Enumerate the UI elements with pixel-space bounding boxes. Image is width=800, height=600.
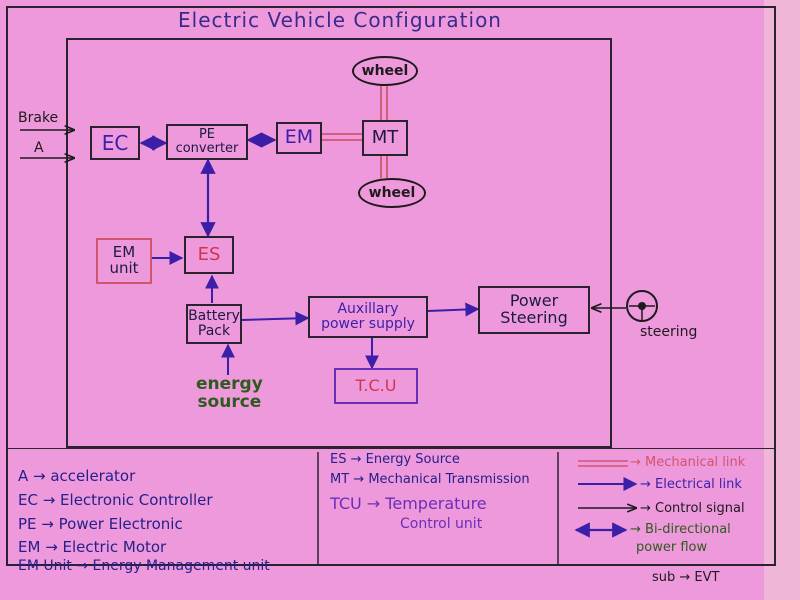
legend-control-signal: → Control signal — [640, 501, 745, 516]
legend-electrical-link: → Electrical link — [640, 477, 742, 492]
pe-converter-block: PE converter — [166, 124, 248, 160]
legend-bidirectional: → Bi-directional — [630, 522, 731, 537]
abbr-em-unit: EM Unit → Energy Management unit — [18, 558, 270, 574]
abbr-a: A → accelerator — [18, 467, 136, 485]
brake-label: Brake — [18, 110, 59, 126]
accelerator-label: A — [34, 140, 44, 156]
energy-source-label: energy source — [196, 374, 263, 412]
abbr-em: EM → Electric Motor — [18, 538, 167, 556]
system-boundary — [66, 38, 612, 448]
em-unit-block: EM unit — [96, 238, 152, 284]
battery-pack-block: Battery Pack — [186, 304, 242, 344]
wheel-bottom: wheel — [358, 178, 426, 208]
aux-power-supply-block: Auxillary power supply — [308, 296, 428, 338]
tcu-block: T.C.U — [334, 368, 418, 404]
em-block: EM — [276, 122, 322, 154]
outer-border — [6, 6, 776, 566]
ec-block: EC — [90, 126, 140, 160]
abbr-ec: EC → Electronic Controller — [18, 491, 213, 509]
legend-mechanical-link: → Mechanical link — [630, 455, 746, 470]
es-block: ES — [184, 236, 234, 274]
legend-divider — [6, 448, 776, 449]
power-steering-block: Power Steering — [478, 286, 590, 334]
aux-steering-link — [427, 302, 480, 317]
mt-block: MT — [362, 120, 408, 156]
abbr-es: ES → Energy Source — [330, 452, 460, 467]
abbr-tcu: TCU → Temperature — [330, 494, 487, 513]
footer-subject: sub → EVT — [652, 570, 720, 585]
wheel-top: wheel — [352, 56, 418, 86]
abbr-tcu-cont: Control unit — [400, 516, 483, 532]
steering-label: steering — [640, 324, 698, 340]
abbr-mt: MT → Mechanical Transmission — [330, 472, 530, 487]
diagram-title: Electric Vehicle Configuration — [178, 8, 502, 32]
battery-aux-link — [241, 311, 310, 326]
paper-edge — [764, 0, 800, 600]
steering-wheel-icon — [626, 290, 658, 322]
legend-bidirectional-cont: power flow — [636, 540, 708, 555]
abbr-pe: PE → Power Electronic — [18, 515, 183, 533]
